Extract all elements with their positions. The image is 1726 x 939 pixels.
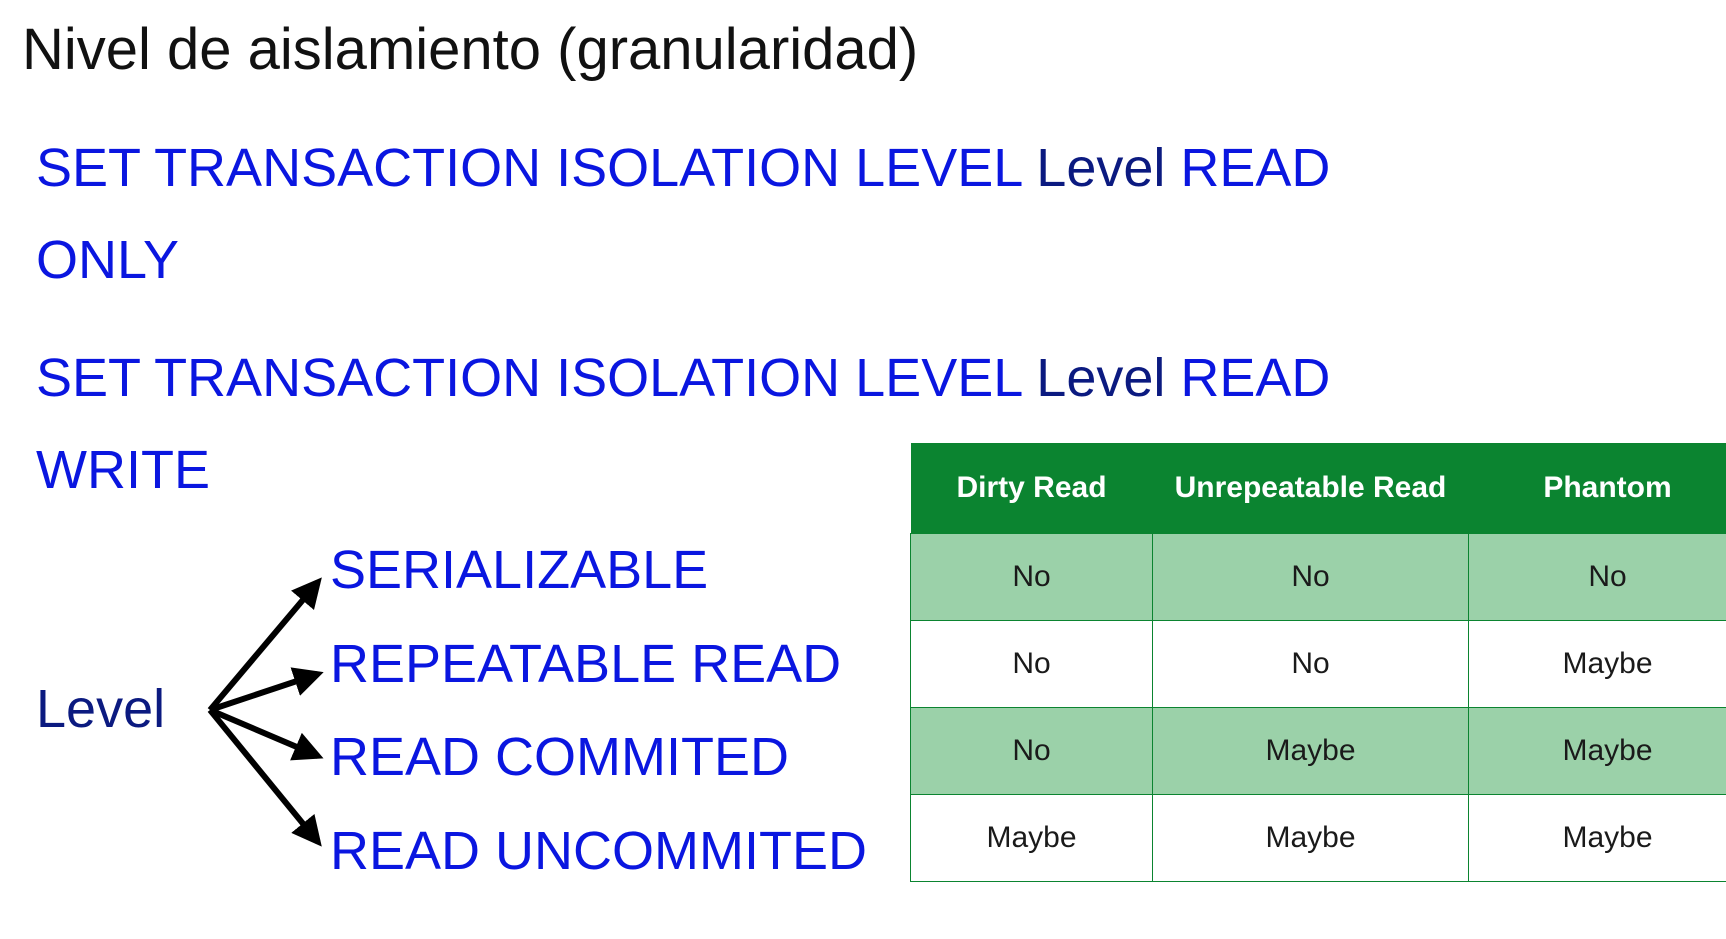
table-header-row: Dirty Read Unrepeatable Read Phantom: [910, 443, 1726, 534]
statement-read-only-line2: ONLY: [36, 230, 180, 290]
arrow-to-read-uncommited: [207, 708, 322, 847]
arrow-to-repeatable-read: [209, 667, 324, 713]
arrow-to-serializable: [207, 577, 322, 712]
header-dirty-read: Dirty Read: [910, 443, 1153, 534]
statement-suffix: READ: [1180, 348, 1331, 408]
table-cell: No: [910, 620, 1153, 708]
table-row: Maybe Maybe Maybe: [910, 794, 1726, 882]
statement-level-word: Level: [1036, 348, 1166, 408]
statement-prefix: SET TRANSACTION ISOLATION LEVEL: [36, 348, 1022, 408]
table-cell: Maybe: [1468, 707, 1726, 795]
level-option-repeatable-read: REPEATABLE READ: [330, 634, 842, 694]
statement-read-only-line1: SET TRANSACTION ISOLATION LEVEL Level RE…: [36, 135, 1330, 201]
level-label: Level: [36, 679, 166, 739]
table-cell: No: [1152, 533, 1469, 621]
table-cell: Maybe: [1468, 620, 1726, 708]
isolation-anomalies-table: Dirty Read Unrepeatable Read Phantom No …: [910, 443, 1726, 882]
table-cell: Maybe: [1152, 794, 1469, 882]
table-cell: Maybe: [1468, 794, 1726, 882]
table-cell: Maybe: [910, 794, 1153, 882]
header-unrepeatable-read: Unrepeatable Read: [1152, 443, 1469, 534]
table-cell: Maybe: [1152, 707, 1469, 795]
page-title: Nivel de aislamiento (granularidad): [22, 17, 919, 82]
level-option-read-commited: READ COMMITED: [330, 727, 789, 787]
statement-read-write-line1: SET TRANSACTION ISOLATION LEVEL Level RE…: [36, 345, 1330, 411]
table-cell: No: [1468, 533, 1726, 621]
arrow-to-read-commited: [208, 707, 324, 761]
level-option-serializable: SERIALIZABLE: [330, 540, 709, 600]
statement-prefix: SET TRANSACTION ISOLATION LEVEL: [36, 138, 1022, 198]
statement-read-write-line2: WRITE: [36, 440, 210, 500]
table-cell: No: [1152, 620, 1469, 708]
level-option-read-uncommited: READ UNCOMMITED: [330, 821, 867, 881]
header-phantom: Phantom: [1468, 443, 1726, 534]
statement-level-word: Level: [1036, 138, 1166, 198]
table-cell: No: [910, 533, 1153, 621]
table-row: No Maybe Maybe: [910, 707, 1726, 795]
table-row: No No Maybe: [910, 620, 1726, 708]
statement-suffix: READ: [1180, 138, 1331, 198]
table-cell: No: [910, 707, 1153, 795]
table-row: No No No: [910, 533, 1726, 621]
